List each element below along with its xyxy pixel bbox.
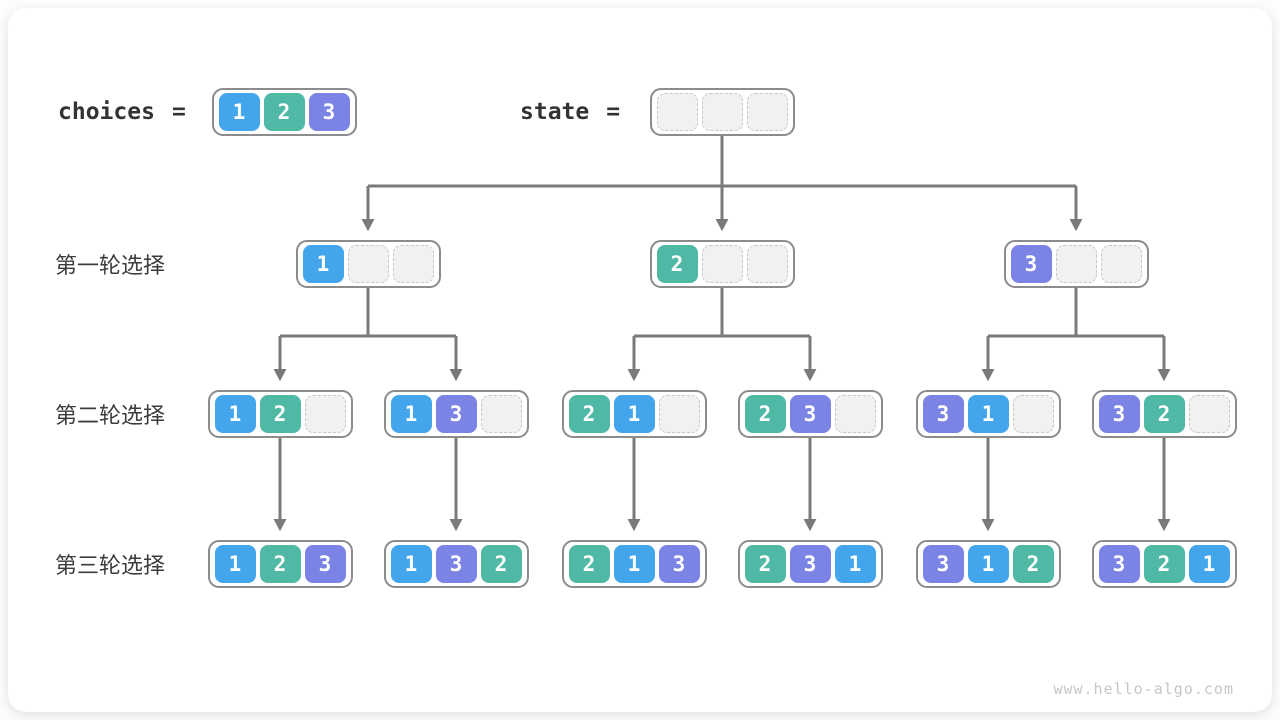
state-box: [649, 88, 795, 136]
empty-cell: [658, 395, 700, 433]
empty-cell: [656, 93, 698, 131]
value-cell-2: 2: [744, 395, 786, 433]
value-cell-2: 2: [744, 545, 786, 583]
value-cell-1: 1: [390, 545, 432, 583]
value-cell-3: 3: [922, 395, 964, 433]
empty-cell: [480, 395, 522, 433]
value-cell-3: 3: [308, 93, 350, 131]
value-cell-1: 1: [302, 245, 344, 283]
round-1-box-3: 3: [1003, 240, 1149, 288]
value-cell-1: 1: [214, 395, 256, 433]
value-cell-1: 1: [214, 545, 256, 583]
value-cell-3: 3: [435, 545, 477, 583]
value-cell-3: 3: [1010, 245, 1052, 283]
value-cell-3: 3: [789, 395, 831, 433]
value-cell-1: 1: [1188, 545, 1230, 583]
value-cell-2: 2: [263, 93, 305, 131]
empty-cell: [834, 395, 876, 433]
value-cell-1: 1: [967, 545, 1009, 583]
round-1-box-1: 1: [295, 240, 441, 288]
value-cell-2: 2: [568, 395, 610, 433]
value-cell-2: 2: [259, 395, 301, 433]
empty-cell: [746, 93, 788, 131]
value-cell-3: 3: [658, 545, 700, 583]
empty-cell: [347, 245, 389, 283]
value-cell-1: 1: [390, 395, 432, 433]
round-2-label: 第二轮选择: [55, 403, 166, 428]
choices-label-text: choices: [58, 99, 155, 125]
value-cell-2: 2: [259, 545, 301, 583]
choices-equals-sign: =: [171, 99, 186, 125]
empty-cell: [701, 93, 743, 131]
watermark: www.hello-algo.com: [1053, 680, 1234, 698]
empty-cell: [1188, 395, 1230, 433]
value-cell-2: 2: [1012, 545, 1054, 583]
empty-cell: [701, 245, 743, 283]
round-1-box-2: 2: [649, 240, 795, 288]
value-cell-3: 3: [1098, 545, 1140, 583]
state-equals-sign: =: [606, 99, 621, 125]
empty-cell: [1055, 245, 1097, 283]
value-cell-3: 3: [922, 545, 964, 583]
diagram-card: [8, 8, 1272, 712]
value-cell-3: 3: [304, 545, 346, 583]
value-cell-1: 1: [613, 545, 655, 583]
value-cell-1: 1: [613, 395, 655, 433]
value-cell-2: 2: [1143, 395, 1185, 433]
empty-cell: [392, 245, 434, 283]
state-label: state =: [520, 88, 620, 136]
state-label-text: state: [520, 99, 590, 125]
value-cell-3: 3: [435, 395, 477, 433]
value-cell-3: 3: [789, 545, 831, 583]
value-cell-2: 2: [656, 245, 698, 283]
value-cell-1: 1: [834, 545, 876, 583]
choices-label: choices =: [58, 88, 186, 136]
value-cell-2: 2: [568, 545, 610, 583]
value-cell-2: 2: [480, 545, 522, 583]
value-cell-3: 3: [1098, 395, 1140, 433]
value-cell-2: 2: [1143, 545, 1185, 583]
empty-cell: [746, 245, 788, 283]
empty-cell: [1100, 245, 1142, 283]
round-3-label: 第三轮选择: [55, 553, 166, 578]
empty-cell: [304, 395, 346, 433]
value-cell-1: 1: [218, 93, 260, 131]
value-cell-1: 1: [967, 395, 1009, 433]
empty-cell: [1012, 395, 1054, 433]
round-1-label: 第一轮选择: [55, 253, 166, 278]
